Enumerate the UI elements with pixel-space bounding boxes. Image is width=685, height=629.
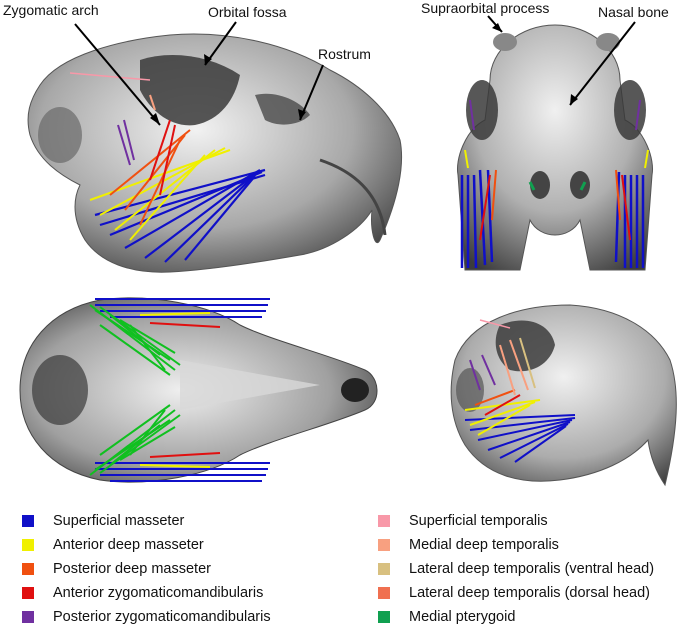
muscle-lines-lateral xyxy=(69,72,266,263)
oblique-skull-view xyxy=(450,304,677,487)
label-orbital-fossa: Orbital fossa xyxy=(208,4,287,20)
legend-label: Posterior zygomaticomandibularis xyxy=(53,609,271,625)
legend-item: Superficial masseter xyxy=(22,510,184,532)
legend-swatch xyxy=(22,611,34,623)
legend-item: Anterior deep masseter xyxy=(22,534,204,556)
legend-swatch xyxy=(22,587,34,599)
frontal-skull-view xyxy=(456,15,654,271)
label-rostrum: Rostrum xyxy=(318,46,371,62)
legend-swatch xyxy=(22,539,34,551)
legend-item: Medial pterygoid xyxy=(378,606,515,628)
annotation-arrows-lateral xyxy=(74,21,324,126)
legend-label: Superficial temporalis xyxy=(409,513,548,529)
ventral-skull-view xyxy=(19,297,378,483)
label-nasal-bone: Nasal bone xyxy=(598,4,669,20)
legend-label: Lateral deep temporalis (dorsal head) xyxy=(409,585,650,601)
legend-item: Anterior zygomaticomandibularis xyxy=(22,582,263,604)
legend-swatch xyxy=(378,563,390,575)
legend-item: Posterior deep masseter xyxy=(22,558,211,580)
legend-label: Superficial masseter xyxy=(53,513,185,529)
muscle-lines-frontal xyxy=(460,99,649,269)
legend-label: Medial deep temporalis xyxy=(409,537,559,553)
label-zygomatic-arch: Zygomatic arch xyxy=(3,2,99,18)
legend-item: Lateral deep temporalis (dorsal head) xyxy=(378,582,650,604)
legend-swatch xyxy=(378,611,390,623)
legend-swatch xyxy=(378,515,390,527)
label-supraorbital-process: Supraorbital process xyxy=(421,0,550,16)
skull-shape-oblique xyxy=(450,304,677,487)
legend-swatch xyxy=(22,563,34,575)
legend-item: Superficial temporalis xyxy=(378,510,548,532)
skull-shape-frontal xyxy=(456,24,654,271)
legend-item: Lateral deep temporalis (ventral head) xyxy=(378,558,654,580)
legend: Superficial masseter Anterior deep masse… xyxy=(0,505,685,629)
legend-label: Posterior deep masseter xyxy=(53,561,211,577)
legend-swatch xyxy=(378,587,390,599)
legend-item: Medial deep temporalis xyxy=(378,534,559,556)
skull-shape-ventral xyxy=(19,297,378,483)
legend-label: Medial pterygoid xyxy=(409,609,516,625)
muscle-lines-ventral xyxy=(89,298,270,482)
legend-label: Anterior deep masseter xyxy=(53,537,204,553)
legend-item: Posterior zygomaticomandibularis xyxy=(22,606,271,628)
legend-label: Lateral deep temporalis (ventral head) xyxy=(409,561,655,577)
muscle-lines-oblique xyxy=(464,319,576,463)
legend-swatch xyxy=(22,515,34,527)
legend-label: Anterior zygomaticomandibularis xyxy=(53,585,264,601)
annotation-arrows-frontal xyxy=(487,15,636,106)
legend-swatch xyxy=(378,539,390,551)
lateral-skull-view xyxy=(27,21,403,273)
